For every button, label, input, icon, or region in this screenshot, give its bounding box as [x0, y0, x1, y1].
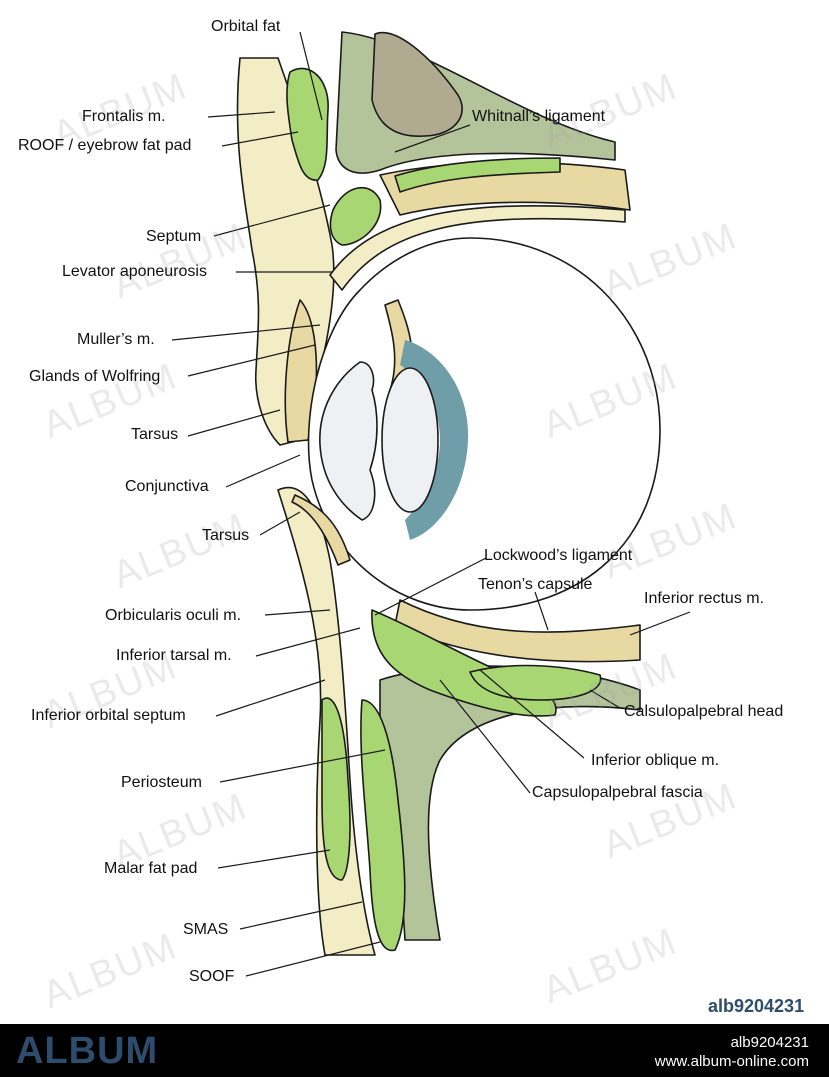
label-inferior-orbital-septum: Inferior orbital septum — [31, 707, 186, 724]
label-wolfring: Glands of Wolfring — [29, 368, 161, 385]
label-periosteum: Periosteum — [121, 774, 202, 791]
brand-logo[interactable]: ALBUM — [16, 1030, 159, 1072]
label-inferior-tarsal: Inferior tarsal m. — [116, 647, 232, 664]
soof-fat-column — [360, 699, 406, 952]
levator-band — [329, 204, 626, 291]
lens — [381, 367, 439, 513]
label-conjunctiva: Conjunctiva — [125, 478, 209, 495]
label-whitnall: Whitnall’s ligament — [472, 108, 606, 125]
label-muller: Muller’s m. — [77, 331, 155, 348]
label-tarsus-lower: Tarsus — [202, 527, 250, 544]
label-septum: Septum — [146, 228, 202, 245]
label-orbicularis: Orbicularis oculi m. — [105, 607, 242, 624]
upper-tarsus — [284, 299, 318, 443]
footer-url[interactable]: www.album-online.com — [654, 1053, 809, 1070]
label-tarsus-upper: Tarsus — [131, 426, 179, 443]
label-smas: SMAS — [183, 921, 229, 938]
footer-bar: ALBUM alb9204231 www.album-online.com — [0, 1024, 829, 1077]
pretarsal-fat-column — [286, 67, 329, 181]
label-capsulopalpebral-fascia: Capsulopalpebral fascia — [532, 784, 703, 801]
label-inferior-rectus: Inferior rectus m. — [644, 590, 765, 607]
label-roof: ROOF / eyebrow fat pad — [18, 137, 192, 154]
label-lockwood: Lockwood’s ligament — [484, 547, 633, 564]
label-inferior-oblique: Inferior oblique m. — [591, 752, 720, 769]
label-frontalis: Frontalis m. — [82, 108, 166, 125]
label-soof: SOOF — [189, 968, 235, 985]
stock-id: alb9204231 — [708, 996, 805, 1016]
leader-lines — [171, 31, 691, 977]
label-tenon: Tenon’s capsule — [478, 576, 593, 593]
inferior-rectus — [394, 599, 641, 663]
orbital-fat-upper — [329, 186, 382, 246]
lower-tarsus — [291, 494, 351, 566]
label-calsulopalpebral: Calsulopalpebral head — [624, 703, 784, 720]
inferior-oblique-fat — [469, 664, 602, 701]
cornea — [319, 361, 378, 521]
frontal-sinus-bone — [371, 31, 463, 137]
label-levator: Levator aponeurosis — [62, 263, 207, 280]
footer-image-id: alb9204231 — [730, 1034, 809, 1051]
label-malar-fat: Malar fat pad — [104, 860, 198, 877]
roof-fat-strip — [394, 157, 561, 193]
label-orbital-fat: Orbital fat — [211, 18, 281, 35]
iris — [400, 340, 469, 540]
